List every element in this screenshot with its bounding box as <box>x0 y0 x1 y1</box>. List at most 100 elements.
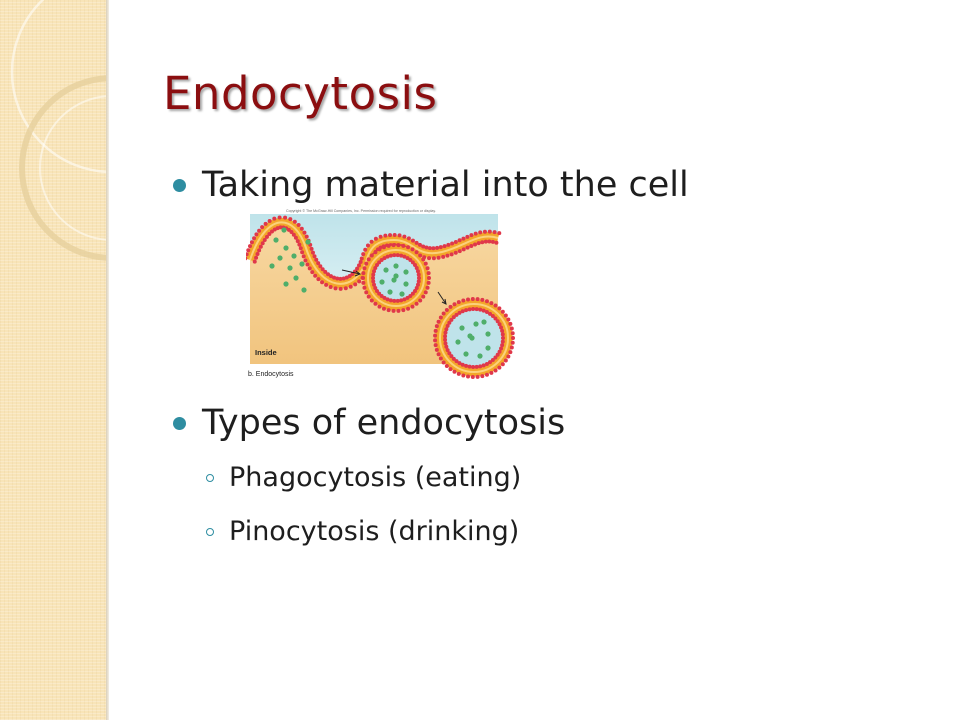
membrane-head <box>497 349 502 354</box>
membrane-head <box>410 247 415 252</box>
membrane-head <box>246 248 251 253</box>
membrane-head <box>379 258 384 263</box>
membrane-head <box>307 266 312 271</box>
membrane-head <box>493 316 498 321</box>
membrane-head <box>344 275 349 280</box>
bullet-text: Types of endocytosis <box>202 403 566 443</box>
membrane-head <box>465 234 470 239</box>
extracellular-particles <box>269 227 311 293</box>
membrane-head <box>324 282 329 287</box>
membrane-head <box>397 233 402 238</box>
membrane-head <box>269 229 274 234</box>
membrane-head <box>438 245 443 250</box>
membrane-head <box>332 275 337 280</box>
membrane-head <box>372 269 377 274</box>
membrane-head <box>443 341 448 346</box>
particle <box>283 245 289 251</box>
membrane-head <box>425 285 430 290</box>
membrane-head <box>381 245 386 250</box>
membrane-head <box>451 315 456 320</box>
membrane-head <box>383 233 388 238</box>
membrane-head <box>457 361 462 366</box>
membrane-head <box>508 350 513 355</box>
membrane-head <box>460 309 465 314</box>
membrane-head <box>417 276 421 280</box>
membrane-head <box>493 303 498 308</box>
membrane-head <box>258 244 263 249</box>
particle <box>383 267 389 273</box>
membrane-head <box>263 221 268 226</box>
particle <box>463 351 469 357</box>
arrow-2-head <box>441 298 447 305</box>
membrane-head <box>418 298 423 303</box>
membrane-head <box>249 240 254 245</box>
membrane-head <box>497 306 502 311</box>
membrane-head <box>470 374 475 379</box>
membrane-head <box>386 243 391 248</box>
membrane-head <box>305 262 310 267</box>
membrane-head <box>501 336 505 340</box>
membrane-head <box>481 363 486 368</box>
membrane-head <box>366 257 371 262</box>
membrane-head <box>500 362 505 367</box>
particle <box>403 269 409 275</box>
membrane-head <box>401 308 406 313</box>
membrane-head <box>509 326 514 331</box>
particle <box>277 255 283 261</box>
membrane-head <box>478 230 483 235</box>
membrane-head <box>424 245 429 250</box>
membrane-head <box>453 239 458 244</box>
membrane-head <box>436 319 441 324</box>
membrane-head <box>510 331 515 336</box>
membrane-head <box>395 253 400 258</box>
sub-bullet-ring <box>206 474 214 482</box>
membrane-head <box>369 298 374 303</box>
membrane-head <box>392 253 397 258</box>
membrane-head <box>323 269 328 274</box>
membrane-head <box>503 313 508 318</box>
membrane-head <box>454 359 459 364</box>
membrane-head <box>372 282 377 287</box>
membrane-head <box>461 373 466 378</box>
particle <box>485 345 491 351</box>
membrane-head <box>361 252 366 257</box>
membrane-head <box>478 364 483 369</box>
membrane-head <box>448 304 453 309</box>
membrane-head <box>466 297 471 302</box>
membrane-head <box>378 234 383 239</box>
membrane-head <box>260 241 265 246</box>
membrane-head <box>364 290 369 295</box>
membrane-head <box>410 238 415 243</box>
membrane-head <box>320 280 325 285</box>
membrane-head <box>382 256 387 261</box>
membrane-head <box>423 261 428 266</box>
slide-title: Endocytosis <box>163 67 438 120</box>
membrane-head <box>363 247 368 252</box>
free-vesicle <box>433 297 515 379</box>
membrane-head <box>328 274 333 279</box>
membrane-head <box>431 256 436 261</box>
membrane-head <box>452 302 457 307</box>
membrane-head <box>421 244 426 249</box>
side-decoration-panel <box>0 0 106 720</box>
particle <box>301 287 307 293</box>
membrane-head <box>374 288 379 293</box>
membrane-head <box>447 320 452 325</box>
membrane-head <box>449 354 454 359</box>
membrane-head <box>469 233 474 238</box>
membrane-head <box>310 270 315 275</box>
particle <box>281 227 287 233</box>
membrane-head <box>309 246 314 251</box>
membrane-head <box>395 298 400 303</box>
membrane-head <box>413 263 418 268</box>
membrane-head <box>433 343 438 348</box>
sub-bullet-text: Pinocytosis (drinking) <box>229 516 520 547</box>
membrane-head <box>362 285 367 290</box>
membrane-head <box>503 358 508 363</box>
particle <box>273 237 279 243</box>
membrane-head <box>421 257 426 262</box>
bullet-taking-material: Taking material into the cell <box>173 164 689 206</box>
membrane-head <box>465 245 470 250</box>
sub-bullet-phagocytosis: Phagocytosis (eating) <box>206 462 521 494</box>
membrane-head <box>488 360 493 365</box>
